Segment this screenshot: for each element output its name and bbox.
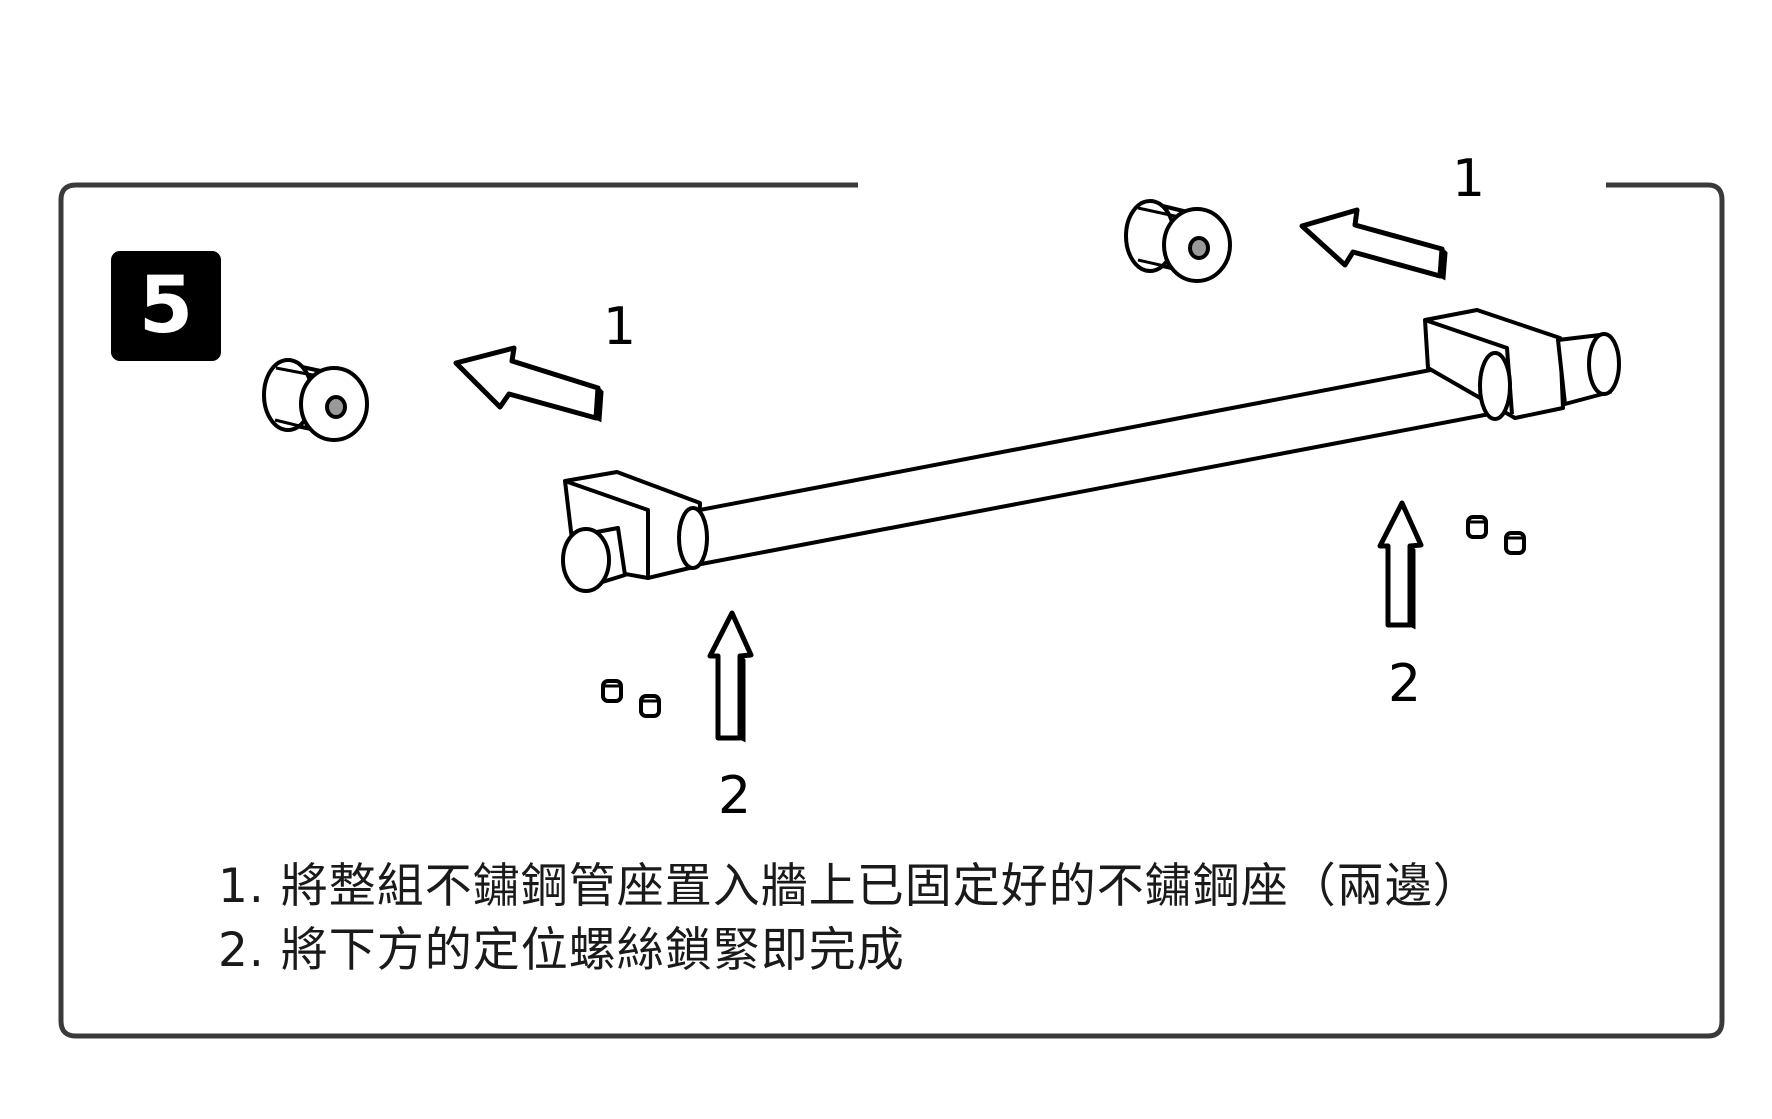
push-arrow-icon (1299, 207, 1448, 281)
towel-bar-icon (561, 308, 1621, 593)
push-arrow-icon (453, 345, 604, 423)
set-screw-icon (601, 679, 661, 718)
callout-1-left: 1 (603, 297, 637, 357)
set-screw-icon (1466, 515, 1526, 555)
callout-1-right: 1 (1452, 149, 1486, 209)
callout-2-right: 2 (1388, 654, 1422, 714)
push-arrow-icon (1377, 500, 1424, 630)
instruction-step-1: 1. 將整組不鏽鋼管座置入牆上已固定好的不鏽鋼座（兩邊） (218, 859, 1481, 914)
push-arrow-icon (707, 610, 754, 743)
wall-mount-icon (262, 358, 369, 442)
instruction-step-2: 2. 將下方的定位螺絲鎖緊即完成 (218, 923, 905, 978)
instruction-list: 1. 將整組不鏽鋼管座置入牆上已固定好的不鏽鋼座（兩邊） 2. 將下方的定位螺絲… (218, 855, 1481, 983)
callout-2-left: 2 (718, 766, 752, 826)
frame-border (58, 182, 1725, 1039)
step-number-badge: 5 (111, 251, 221, 361)
wall-mount-icon (1124, 199, 1232, 283)
